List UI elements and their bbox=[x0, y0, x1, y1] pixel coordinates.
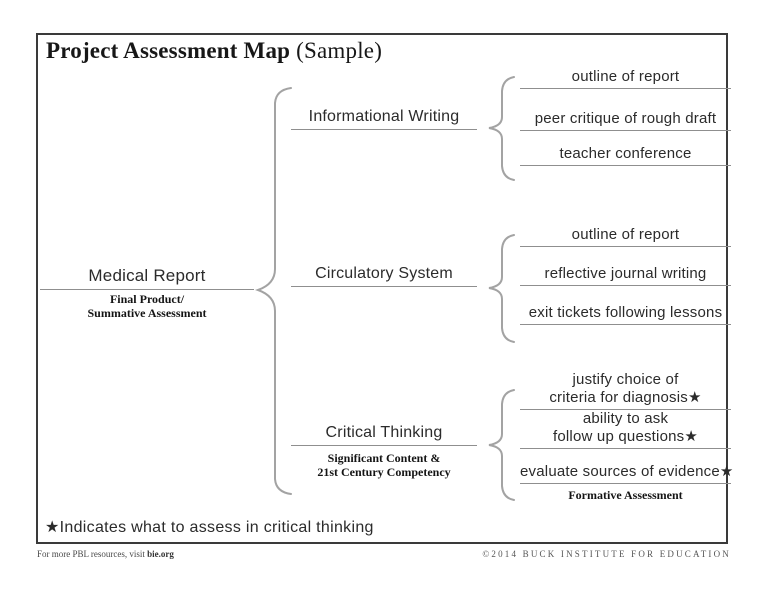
footer-resources-note: For more PBL resources, visit bie.org bbox=[37, 549, 174, 559]
root-sublabel-line2: Summative Assessment bbox=[87, 305, 207, 320]
page-title: Project Assessment Map(Sample) bbox=[46, 38, 382, 64]
footer-copyright: ©2014 BUCK INSTITUTE FOR EDUCATION bbox=[482, 549, 731, 559]
page-title-suffix: (Sample) bbox=[296, 38, 383, 63]
branch-sublabel-critical-thinking: Significant Content & 21st Century Compe… bbox=[283, 451, 485, 479]
assessment-item: outline of report bbox=[520, 226, 731, 247]
branch-label-circulatory-system: Circulatory System bbox=[291, 264, 477, 287]
assessment-item: justify choice of criteria for diagnosis… bbox=[520, 371, 731, 410]
page-title-main: Project Assessment Map bbox=[46, 38, 291, 63]
branch-label-critical-thinking: Critical Thinking bbox=[291, 423, 477, 446]
item-line2: follow up questions★ bbox=[520, 428, 731, 449]
assessment-item: reflective journal writing bbox=[520, 265, 731, 286]
assessment-item: outline of report bbox=[520, 68, 731, 89]
assessment-item: ability to ask follow up questions★ bbox=[520, 410, 731, 449]
page-border bbox=[36, 33, 728, 544]
root-node-sublabel: Final Product/ Summative Assessment bbox=[40, 292, 254, 320]
branch-sublabel-line1: Significant Content & bbox=[327, 451, 441, 465]
branch-sublabel-line2: 21st Century Competency bbox=[317, 464, 451, 479]
item-line2: criteria for diagnosis★ bbox=[520, 389, 731, 410]
item-line1: ability to ask bbox=[582, 410, 669, 427]
assessment-item: evaluate sources of evidence★ bbox=[520, 463, 733, 484]
root-sublabel-line1: Final Product/ bbox=[109, 292, 185, 306]
assessment-item: exit tickets following lessons bbox=[520, 304, 731, 325]
footer-bie-org-link[interactable]: bie.org bbox=[147, 549, 174, 559]
branch-label-informational-writing: Informational Writing bbox=[291, 107, 477, 130]
formative-assessment-sublabel: Formative Assessment bbox=[568, 488, 683, 502]
assessment-item: teacher conference bbox=[520, 145, 731, 166]
assessment-item: peer critique of rough draft bbox=[520, 110, 731, 131]
item-line1: justify choice of bbox=[572, 371, 679, 388]
root-node-label: Medical Report bbox=[40, 265, 254, 290]
footer-resources-text: For more PBL resources, visit bbox=[37, 549, 148, 559]
footnote: ★Indicates what to assess in critical th… bbox=[45, 519, 374, 536]
